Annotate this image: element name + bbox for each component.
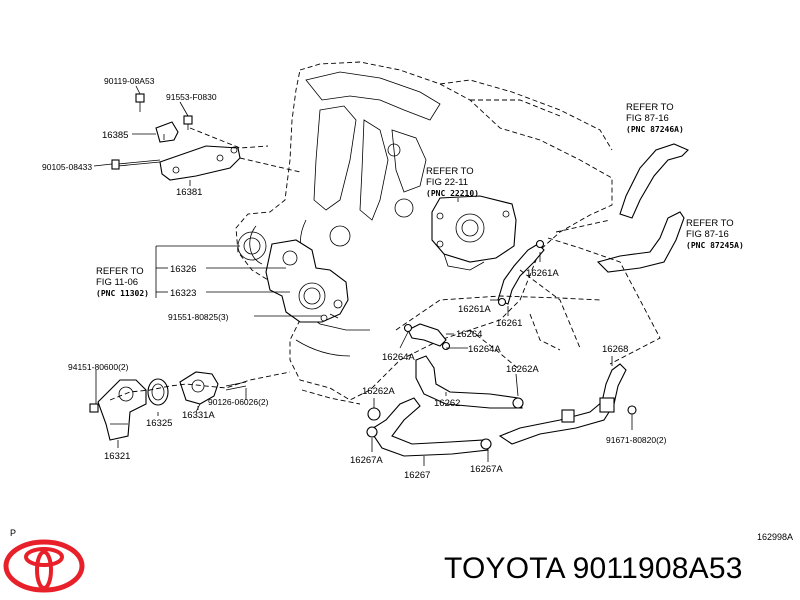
label-16262a-left: 16262A — [362, 386, 395, 397]
thermostat-parts — [89, 371, 247, 441]
label-16323: 16323 — [170, 288, 196, 299]
pipe-16268 — [498, 363, 637, 445]
label-16264a-a: 16264A — [382, 352, 415, 363]
timing-cover — [235, 61, 613, 401]
label-91551: 91551-80825(3) — [168, 312, 229, 322]
label-91553: 91553-F0830 — [166, 92, 217, 102]
label-16321: 16321 — [104, 451, 130, 462]
hose-16262 — [415, 355, 524, 409]
refer-87-16a-line1: REFER TO — [626, 102, 674, 113]
part-labels: 90119-08A53 91553-F0830 16385 90105-0843… — [42, 76, 744, 481]
refer-87-16b-pnc: (PNC 87245A) — [686, 241, 744, 250]
label-16262a-right: 16262A — [506, 364, 539, 375]
label-94151: 94151-80600(2) — [68, 362, 129, 372]
refer-11-06-line1: REFER TO — [96, 266, 144, 277]
label-16261: 16261 — [496, 318, 522, 329]
label-16267a-right: 16267A — [470, 464, 503, 475]
refer-22-11-line1: REFER TO — [426, 166, 474, 177]
toyota-logo-icon — [3, 539, 85, 593]
corner-code-right: 162998A — [757, 532, 794, 542]
label-16385: 16385 — [102, 130, 128, 141]
label-16264a-b: 16264A — [468, 344, 501, 355]
refer-87-16b-line2: FIG 87-16 — [686, 229, 729, 240]
assembly-lines — [109, 127, 661, 405]
label-16326: 16326 — [170, 264, 196, 275]
bracket-16381 — [111, 93, 241, 181]
hose-87246 — [619, 143, 689, 219]
label-16261a-left: 16261A — [458, 304, 491, 315]
leader-lines — [93, 85, 633, 466]
label-16268: 16268 — [602, 344, 628, 355]
refer-87-16a-line2: FIG 87-16 — [626, 113, 669, 124]
pipe-16264 — [403, 323, 451, 351]
refer-11-06-pnc: (PNC 11302) — [96, 289, 149, 298]
label-16381: 16381 — [176, 187, 202, 198]
label-16262: 16262 — [434, 398, 460, 409]
label-16325: 16325 — [146, 418, 172, 429]
water-inlet-housing — [265, 239, 349, 323]
refer-87-16b-line1: REFER TO — [686, 218, 734, 229]
label-16267a-left: 16267A — [350, 455, 383, 466]
label-90119: 90119-08A53 — [104, 76, 155, 86]
hose-16261 — [497, 239, 545, 307]
refer-11-06-line2: FIG 11-06 — [96, 277, 138, 288]
part-number-caption: TOYOTA 9011908A53 — [444, 552, 743, 585]
label-16267: 16267 — [404, 470, 430, 481]
label-90126: 90126-06026(2) — [208, 397, 269, 407]
label-90105: 90105-08433 — [42, 162, 92, 172]
label-91671: 91671-80820(2) — [606, 435, 667, 445]
clamp-16262a-left — [367, 407, 381, 421]
corner-code-left: P — [10, 528, 17, 538]
hose-16267 — [366, 397, 492, 457]
refer-87-16a-pnc: (PNC 87246A) — [626, 125, 684, 134]
label-16261a-right: 16261A — [526, 268, 559, 279]
refer-22-11-pnc: (PNC 22210) — [426, 189, 479, 198]
label-16264: 16264 — [456, 329, 482, 340]
refer-22-11-line2: FIG 22-11 — [426, 177, 468, 188]
label-16331a: 16331A — [182, 410, 215, 421]
throttle-body — [431, 195, 517, 271]
hose-87245 — [596, 211, 685, 273]
